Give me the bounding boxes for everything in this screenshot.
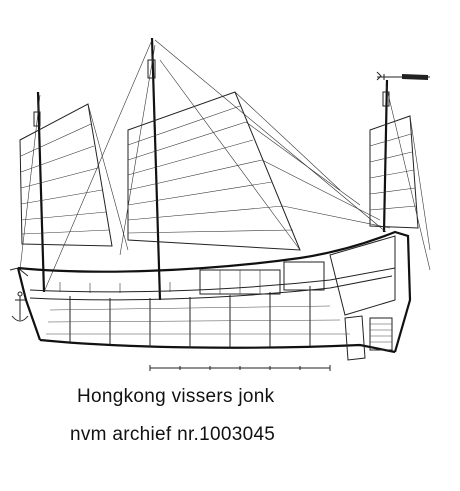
main-mast bbox=[150, 37, 162, 301]
mizzen-sail bbox=[369, 115, 431, 251]
caption-title: Hongkong vissers jonk bbox=[77, 386, 275, 407]
masts bbox=[33, 37, 430, 301]
mizzen-mast bbox=[382, 79, 389, 233]
caption-archive-number: nvm archief nr.1003045 bbox=[70, 424, 276, 445]
scale-bar bbox=[149, 365, 331, 371]
fore-sail bbox=[19, 103, 129, 251]
anchor-icon bbox=[11, 291, 29, 322]
hull bbox=[9, 230, 412, 361]
fore-mast bbox=[36, 91, 46, 293]
junk-ship-drawing bbox=[9, 37, 431, 371]
rigging bbox=[19, 39, 431, 293]
main-sail bbox=[127, 59, 391, 251]
